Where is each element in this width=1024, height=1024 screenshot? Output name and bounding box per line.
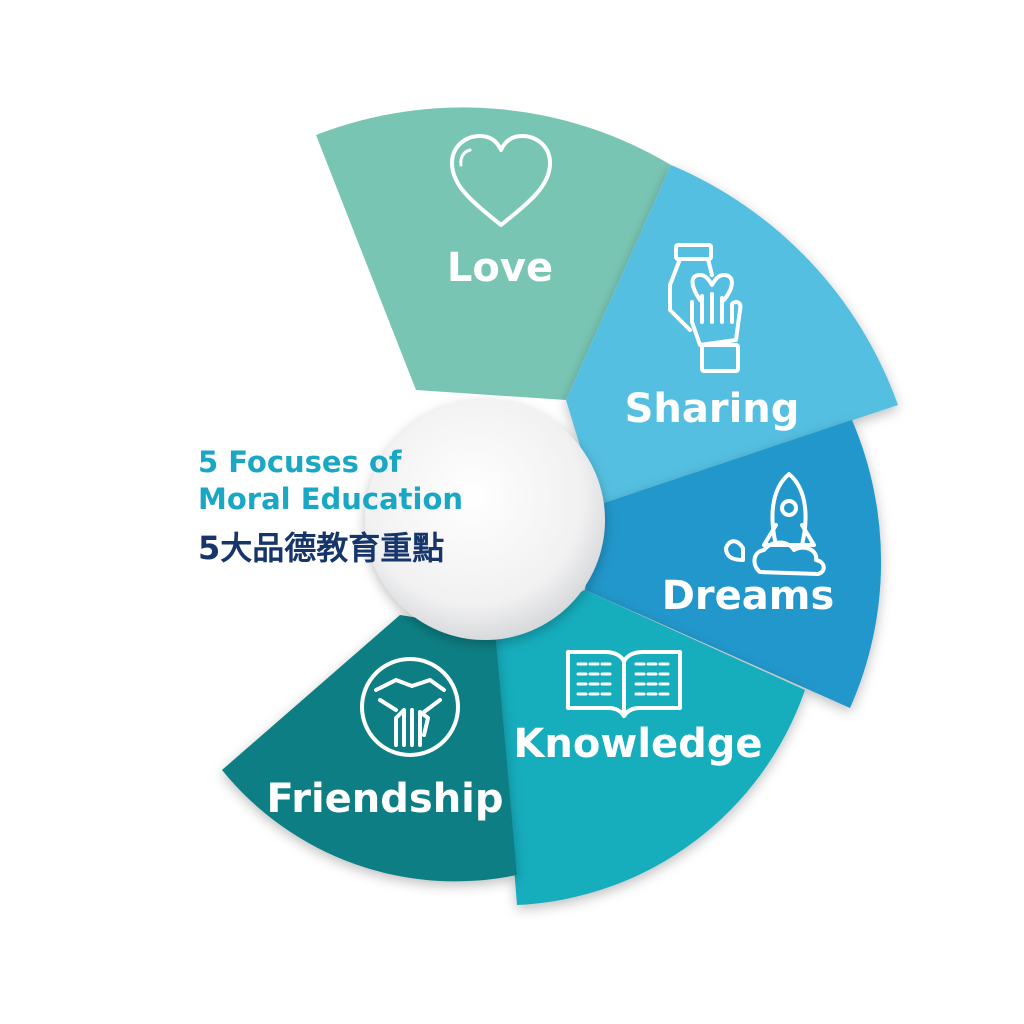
hand-holding-heart-icon bbox=[668, 243, 743, 373]
joined-hands-icon bbox=[360, 657, 460, 757]
heart-icon bbox=[450, 134, 552, 227]
segment-knowledge bbox=[495, 590, 805, 905]
segment-dreams bbox=[585, 420, 882, 708]
segment-friendship bbox=[222, 615, 517, 882]
title-line-1: 5 Focuses of bbox=[198, 445, 402, 479]
open-book-icon bbox=[566, 650, 682, 718]
segment-label-friendship: Friendship bbox=[266, 776, 503, 822]
segment-sharing bbox=[566, 165, 898, 505]
segment-label-dreams: Dreams bbox=[662, 573, 835, 619]
segment-label-sharing: Sharing bbox=[625, 386, 800, 432]
segment-love bbox=[316, 107, 671, 401]
rocket-icon bbox=[724, 472, 826, 576]
segment-label-knowledge: Knowledge bbox=[513, 721, 762, 767]
center-circle bbox=[365, 400, 605, 640]
title-line-3: 5大品德教育重點 bbox=[198, 529, 444, 567]
segment-label-love: Love bbox=[447, 245, 553, 291]
title-line-2: Moral Education bbox=[198, 482, 463, 516]
